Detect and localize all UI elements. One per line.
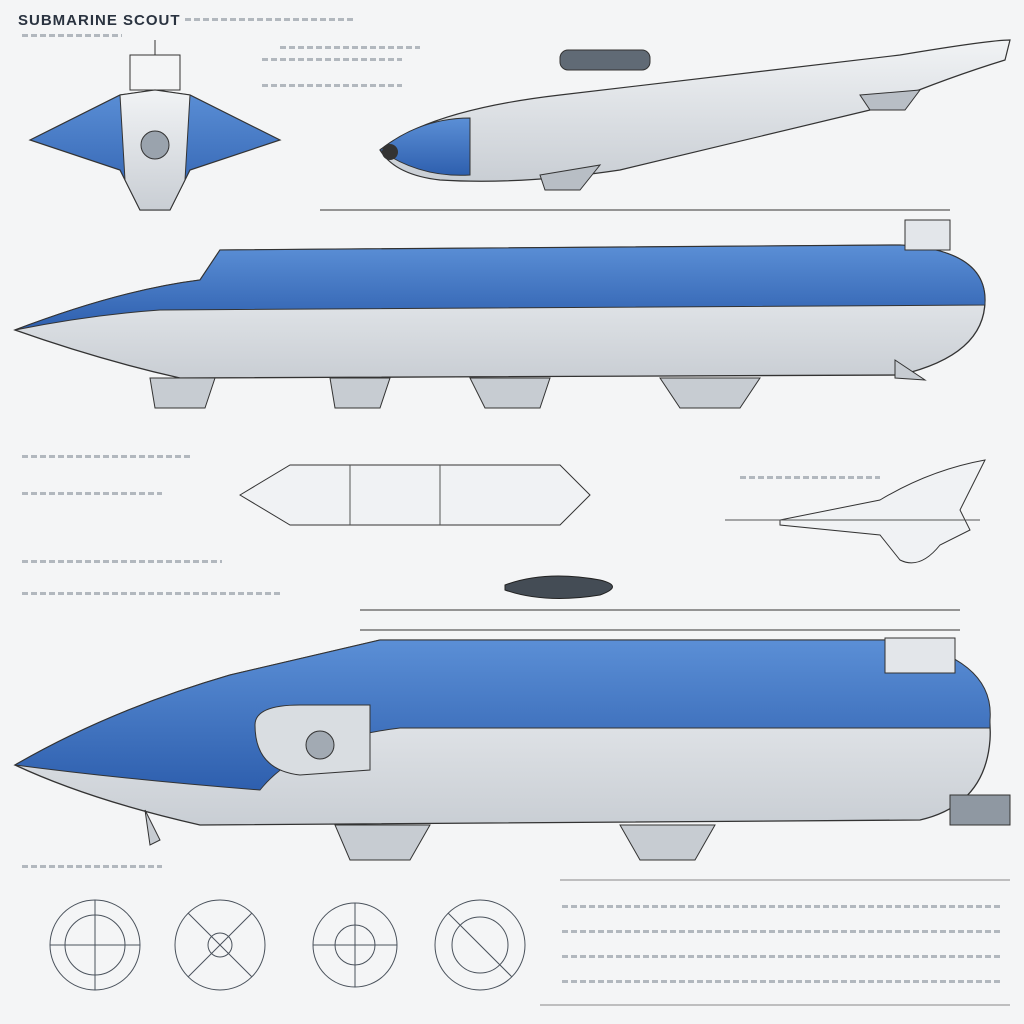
annotation-scribble	[562, 955, 1002, 958]
perspective-view	[379, 39, 1011, 191]
annotation-scribble	[22, 492, 162, 495]
annotation-scribble	[262, 84, 402, 87]
annotation-scribble	[562, 905, 1002, 908]
annotation-scribble	[22, 455, 192, 458]
annotation-scribble	[22, 592, 282, 595]
annotation-scribble	[22, 560, 222, 563]
front-view	[28, 40, 282, 211]
annotation-scribble	[562, 980, 1002, 983]
annotation-scribble	[740, 476, 880, 479]
annotation-scribble	[262, 58, 402, 61]
annotation-scribble	[185, 18, 355, 21]
annotation-scribble	[280, 46, 420, 49]
annotation-scribble	[22, 865, 162, 868]
side-view-upper	[13, 209, 986, 409]
sheet-title: SUBMARINE SCOUT	[18, 12, 181, 29]
side-view-lower	[13, 575, 1011, 861]
annotation-scribble	[22, 34, 122, 37]
cross-section-drawings	[49, 899, 526, 991]
section-detail	[239, 459, 986, 564]
annotation-scribble	[562, 930, 1002, 933]
